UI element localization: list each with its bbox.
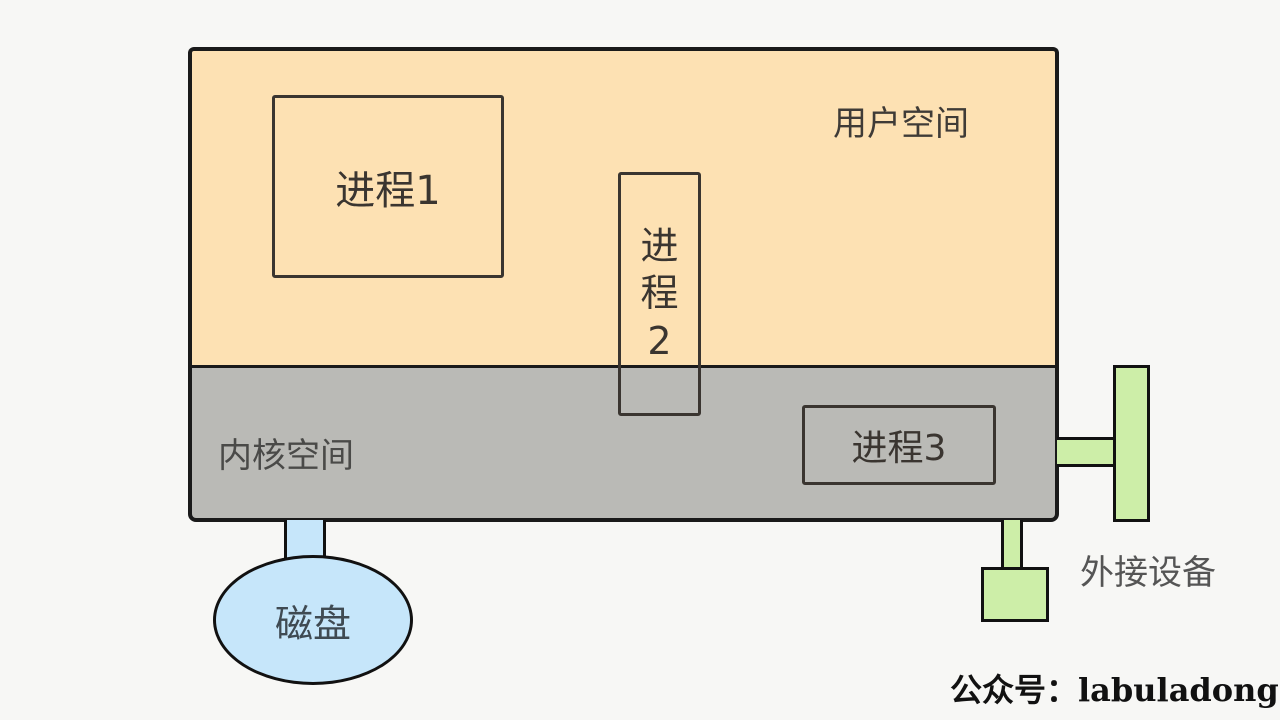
user-space-label: 用户空间 <box>833 104 969 144</box>
process-2-char: 进 <box>640 223 679 268</box>
process-3-label: 进程3 <box>851 428 947 469</box>
disk-shape: 磁盘 <box>213 555 413 685</box>
process-2-char: 程 <box>640 271 679 316</box>
process-2-char: 2 <box>647 318 672 363</box>
watermark: 公众号：labuladong <box>950 671 1279 709</box>
process-1-box: 进程1 <box>272 95 504 278</box>
external-device-bar <box>1113 365 1150 522</box>
disk-label: 磁盘 <box>274 601 351 646</box>
kernel-space-label: 内核空间 <box>218 436 354 476</box>
process-1-label: 进程1 <box>335 167 441 214</box>
kernel-space-region <box>188 365 1059 522</box>
external-device-box <box>981 567 1049 622</box>
external-device-label: 外接设备 <box>1080 553 1216 593</box>
device-connector-bottom <box>1001 520 1023 570</box>
device-connector-right <box>1057 437 1117 467</box>
user-space-region <box>188 47 1059 367</box>
process-3-box: 进程3 <box>802 405 996 485</box>
process-2-box: 进 程 2 <box>618 172 701 416</box>
